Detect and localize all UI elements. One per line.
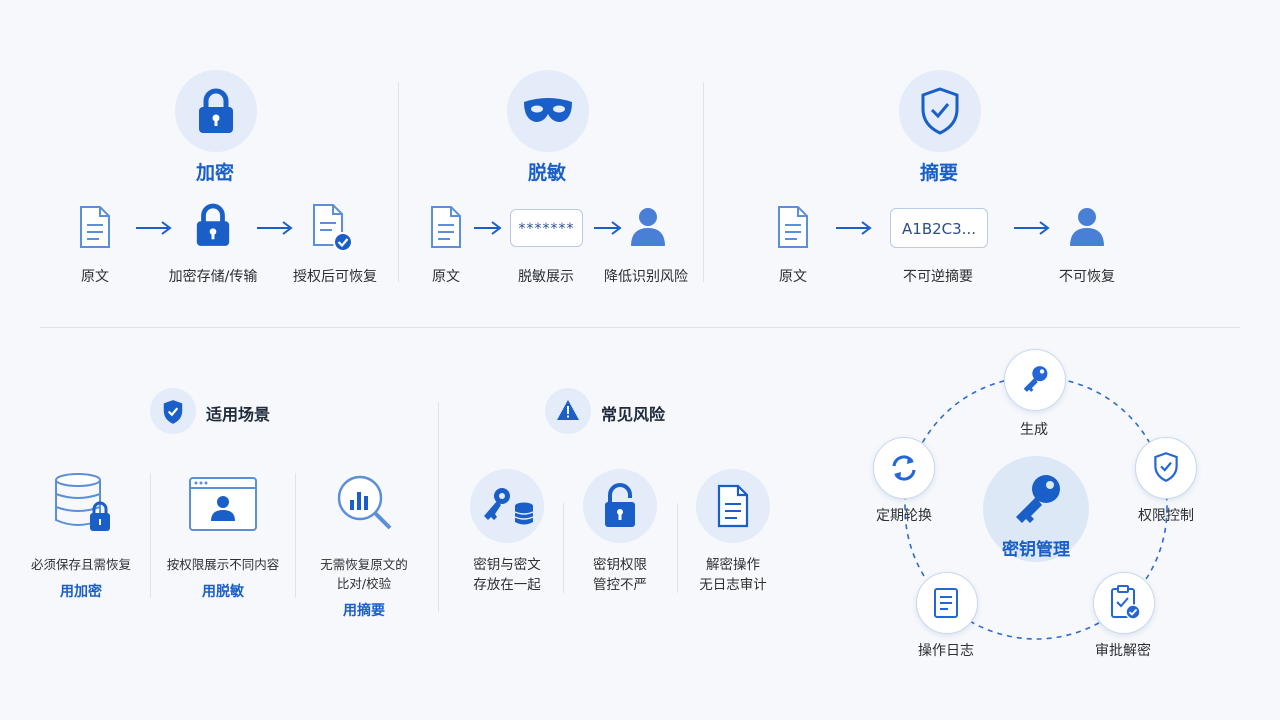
divider xyxy=(398,82,399,282)
document-icon xyxy=(717,484,749,528)
user-icon xyxy=(631,208,665,246)
lock-icon xyxy=(199,88,233,133)
hash-step-2: 不可逆摘要 xyxy=(903,269,973,285)
hash-step-1: 原文 xyxy=(779,269,807,285)
mask-title: 脱敏 xyxy=(527,162,566,184)
hash-value-box: A1B2C3... xyxy=(890,208,988,248)
document-icon xyxy=(934,588,958,618)
risk-title: 常见风险 xyxy=(601,405,666,424)
user-icon xyxy=(1070,208,1104,246)
shield-check-icon xyxy=(921,87,959,135)
shield-check-icon xyxy=(1154,452,1178,482)
scenario-title: 适用场景 xyxy=(206,405,271,424)
document-icon xyxy=(80,206,110,248)
shield-check-icon xyxy=(163,400,183,424)
divider xyxy=(703,82,704,282)
arrow-right-icon xyxy=(474,221,502,235)
refresh-icon xyxy=(892,455,916,481)
mask-step-3: 降低识别风险 xyxy=(604,269,688,285)
encrypt-step-2: 加密存储/传输 xyxy=(168,269,258,285)
scenario-action: 用摘要 xyxy=(343,603,385,619)
warning-icon xyxy=(557,400,579,420)
scenario-desc-line2: 比对/校验 xyxy=(336,576,392,591)
risk-line2: 无日志审计 xyxy=(699,577,767,593)
browser-user-icon xyxy=(189,477,257,531)
key-mgmt-center-label: 密钥管理 xyxy=(1002,540,1070,560)
scenario-desc: 按权限展示不同内容 xyxy=(166,557,280,572)
encrypt-step-3: 授权后可恢复 xyxy=(293,269,377,285)
key-node-label: 定期轮换 xyxy=(876,508,932,524)
clipboard-check-icon xyxy=(1111,585,1141,620)
key-node-label: 操作日志 xyxy=(918,643,974,659)
divider xyxy=(563,503,564,593)
risk-line1: 密钥与密文 xyxy=(473,557,541,573)
arrow-right-icon xyxy=(136,221,172,235)
document-icon xyxy=(778,206,808,248)
arrow-right-icon xyxy=(594,221,622,235)
hash-title: 摘要 xyxy=(919,162,958,184)
risk-line1: 解密操作 xyxy=(706,557,760,573)
mask-step-1: 原文 xyxy=(432,269,460,285)
risk-line2: 存放在一起 xyxy=(473,577,541,593)
scenario-action: 用脱敏 xyxy=(202,584,244,600)
key-node-label: 权限控制 xyxy=(1138,508,1194,524)
risk-line2: 管控不严 xyxy=(593,577,647,593)
section-divider xyxy=(40,327,1240,328)
scenario-desc: 必须保存且需恢复 xyxy=(30,557,131,572)
masked-value-box: ******* xyxy=(510,209,583,247)
document-verified-icon xyxy=(313,204,353,252)
arrow-right-icon xyxy=(257,221,293,235)
key-node-rotation xyxy=(873,437,935,499)
hash-icon-circle xyxy=(899,70,981,152)
divider xyxy=(295,473,296,598)
key-icon xyxy=(1023,366,1048,392)
chart-search-icon xyxy=(337,475,392,530)
risk-line1: 密钥权限 xyxy=(593,557,647,573)
encrypt-step-1: 原文 xyxy=(81,269,109,285)
document-icon xyxy=(431,206,461,248)
scenario-desc: 无需恢复原文的 xyxy=(320,557,408,572)
unlock-icon xyxy=(605,483,635,527)
encrypt-title: 加密 xyxy=(195,162,234,184)
key-node-label: 生成 xyxy=(1020,422,1048,438)
mask-step-2: 脱敏展示 xyxy=(518,269,574,285)
mask-icon xyxy=(524,98,572,122)
divider xyxy=(438,402,439,612)
key-node-label: 审批解密 xyxy=(1095,643,1151,659)
scenario-action: 用加密 xyxy=(60,584,102,600)
divider xyxy=(677,503,678,593)
database-lock-icon xyxy=(55,473,110,531)
hash-step-3: 不可恢复 xyxy=(1059,269,1115,285)
lock-icon xyxy=(196,203,230,246)
key-icon xyxy=(1016,475,1060,523)
arrow-right-icon xyxy=(836,221,872,235)
key-database-icon xyxy=(484,488,534,525)
divider xyxy=(150,473,151,598)
arrow-right-icon xyxy=(1014,221,1050,235)
